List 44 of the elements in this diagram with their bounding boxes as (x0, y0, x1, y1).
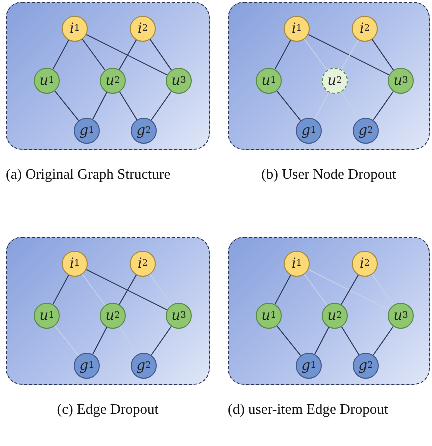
graph-edge (150, 326, 172, 356)
graph-edge (119, 92, 138, 120)
graph-edge (372, 326, 394, 356)
graph-edge (86, 269, 168, 311)
graph-panel (228, 2, 430, 150)
graph-edge (341, 326, 360, 356)
graph-edge (274, 274, 292, 306)
graph-edge (54, 326, 80, 356)
graph-edge (308, 34, 390, 76)
graph-edge (372, 274, 394, 306)
graph-edge (372, 91, 394, 121)
caption: (b) User Node Dropout (260, 166, 398, 184)
graph-edge (52, 40, 70, 70)
graph-edge (274, 40, 292, 70)
graph-edge (341, 40, 359, 70)
caption: (c) Edge Dropout (56, 401, 160, 419)
graph-edge (86, 34, 168, 76)
graph-edge (150, 39, 172, 71)
graph-edge (119, 274, 137, 306)
graph-panel (228, 237, 430, 385)
graph-edge (341, 274, 359, 306)
graph-edge (150, 91, 172, 121)
graph-edge (308, 269, 390, 311)
graph-edge (150, 274, 172, 306)
graph-edge (314, 92, 330, 120)
graph-edge (341, 92, 360, 120)
graph-edge (314, 327, 330, 355)
graph-edge (82, 274, 106, 306)
caption: (a) Original Graph Structure (6, 166, 172, 184)
graph-edge (54, 90, 80, 122)
graph-edge (372, 39, 394, 71)
graph-edge (304, 274, 328, 306)
graph-edge (82, 39, 106, 71)
graph-panel (6, 2, 210, 150)
graph-edge (52, 274, 70, 306)
graph-panel (6, 237, 210, 385)
graph-edge (92, 327, 108, 355)
graph-edge (119, 40, 137, 70)
graph-edge (304, 39, 328, 71)
caption: (d) user-item Edge Dropout (228, 401, 390, 419)
graph-edge (92, 92, 108, 120)
graph-edge (276, 90, 302, 122)
graph-edge (276, 326, 302, 356)
graph-edge (119, 326, 138, 356)
